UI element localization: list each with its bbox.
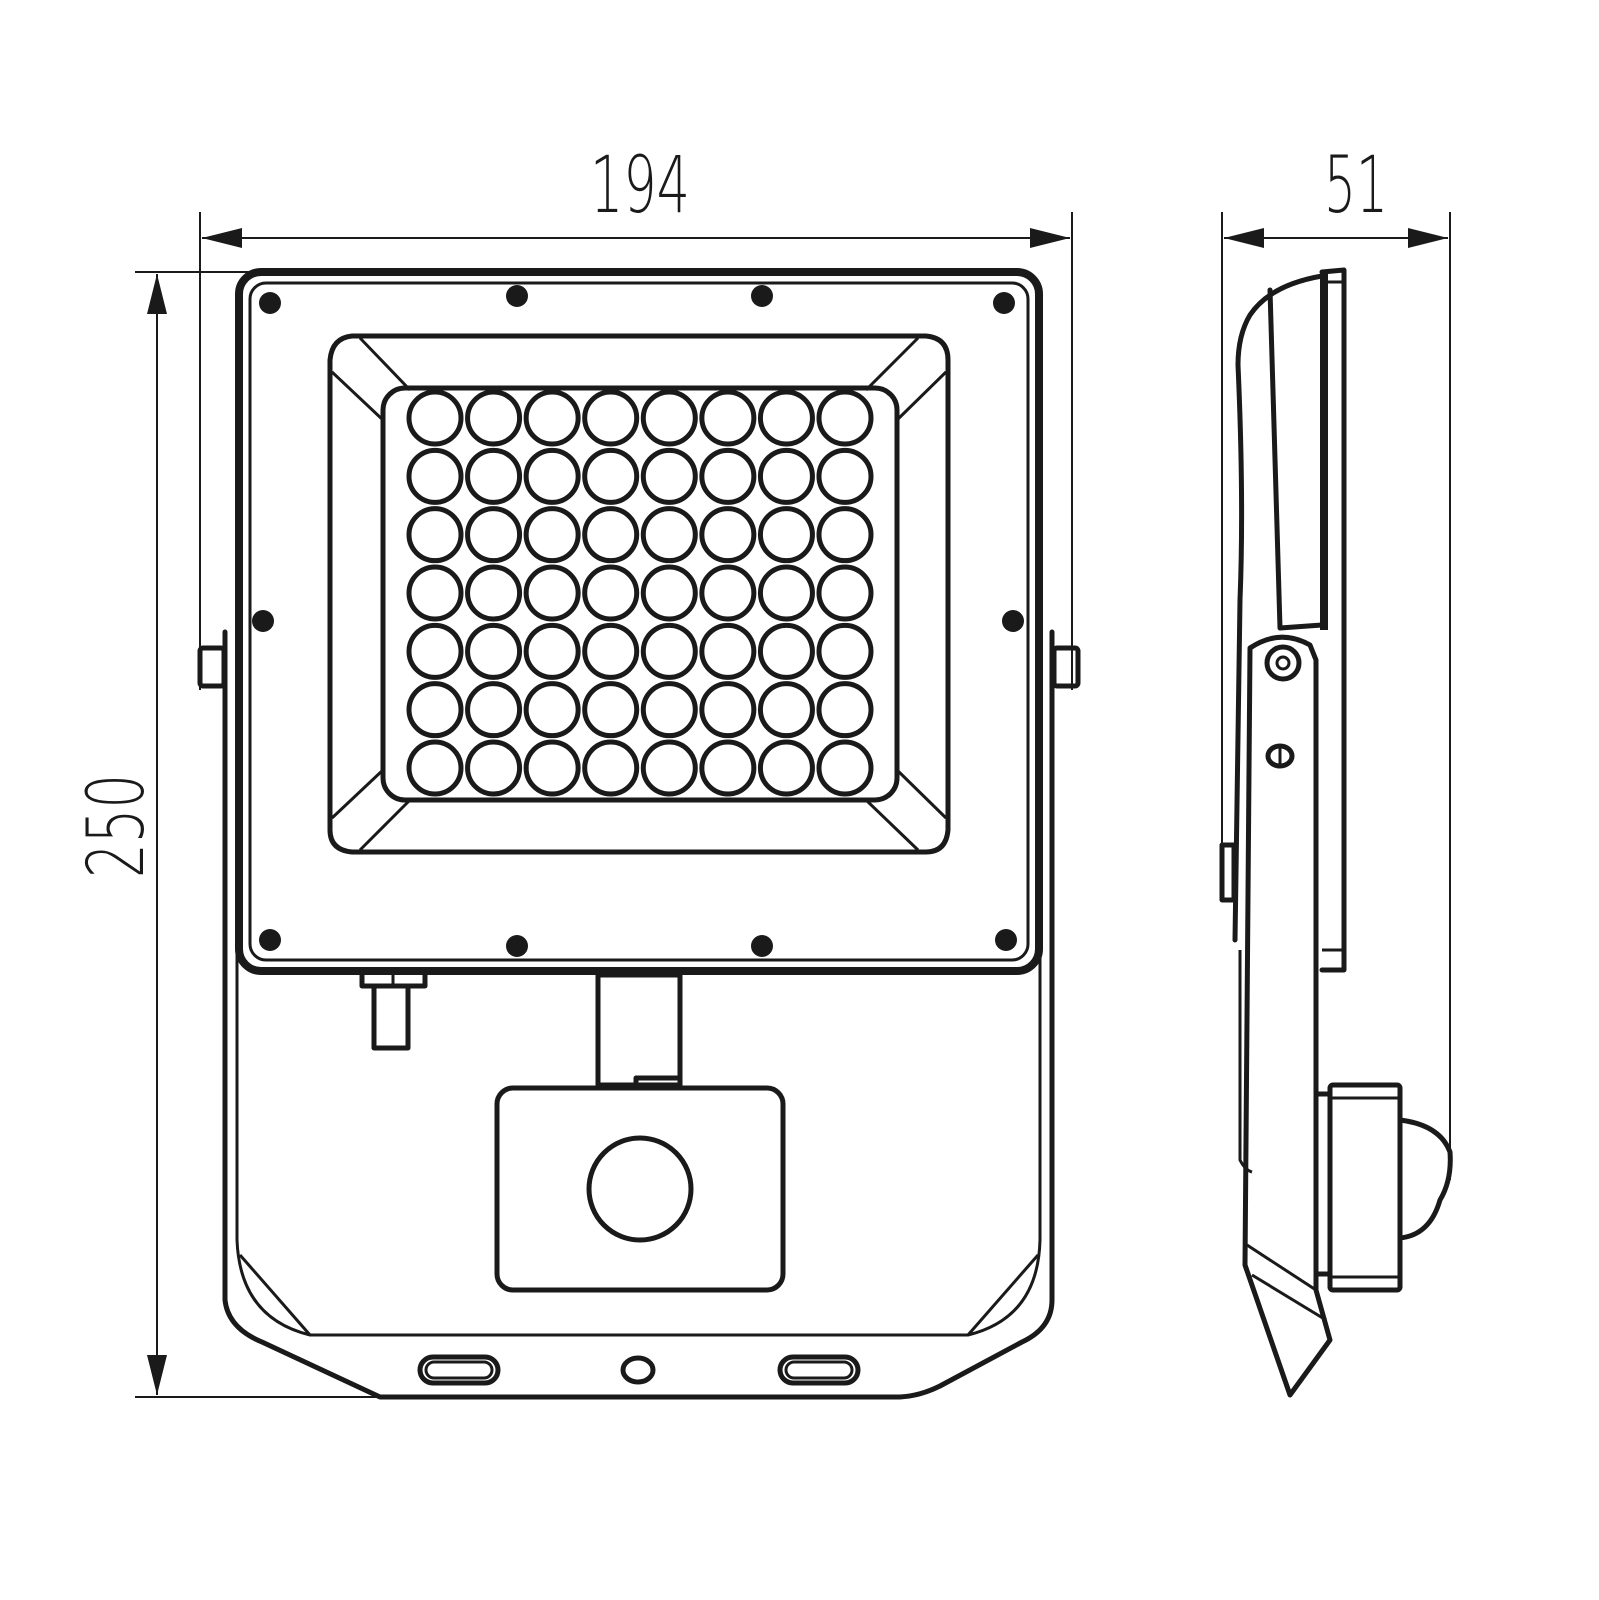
led xyxy=(523,681,581,739)
led xyxy=(465,622,523,680)
led xyxy=(582,564,640,622)
led xyxy=(582,739,640,797)
led xyxy=(465,564,523,622)
pir-lens xyxy=(586,1135,694,1243)
screw-icon xyxy=(1002,610,1024,632)
led xyxy=(406,389,464,447)
screw-icon xyxy=(995,929,1017,951)
led xyxy=(757,389,815,447)
height-dimension: 250 xyxy=(72,271,380,1398)
led xyxy=(406,564,464,622)
screw-icon xyxy=(506,935,528,957)
led xyxy=(816,447,874,505)
depth-dimension: 51 xyxy=(1221,141,1451,1180)
screw-icon xyxy=(259,292,281,314)
side-view xyxy=(1219,267,1453,1398)
led xyxy=(757,506,815,564)
housing-screws xyxy=(252,285,1024,957)
led xyxy=(640,447,698,505)
led-panel xyxy=(380,385,900,803)
mounting-slot xyxy=(417,1354,501,1386)
screw-icon xyxy=(252,610,274,632)
led xyxy=(465,681,523,739)
led xyxy=(523,506,581,564)
led xyxy=(406,681,464,739)
mounting-bracket xyxy=(197,629,1081,1400)
led xyxy=(757,447,815,505)
screw-icon xyxy=(751,935,773,957)
led xyxy=(582,389,640,447)
led xyxy=(699,564,757,622)
led xyxy=(816,389,874,447)
mounting-slot xyxy=(777,1354,861,1386)
screw-icon xyxy=(751,285,773,307)
led xyxy=(699,389,757,447)
led xyxy=(465,447,523,505)
pivot-bolt xyxy=(1264,644,1302,682)
led xyxy=(640,681,698,739)
led xyxy=(582,447,640,505)
led xyxy=(816,739,874,797)
led xyxy=(523,389,581,447)
led xyxy=(640,622,698,680)
led xyxy=(816,681,874,739)
front-view xyxy=(197,268,1081,1400)
led xyxy=(465,389,523,447)
led xyxy=(465,739,523,797)
led xyxy=(406,506,464,564)
screw-icon xyxy=(259,929,281,951)
width-label: 194 xyxy=(590,141,690,231)
depth-label: 51 xyxy=(1324,141,1388,231)
led xyxy=(640,739,698,797)
led xyxy=(406,447,464,505)
led xyxy=(699,681,757,739)
cable-gland xyxy=(359,969,428,1051)
lens-window xyxy=(327,333,951,855)
led xyxy=(640,506,698,564)
led xyxy=(640,564,698,622)
led xyxy=(757,739,815,797)
led xyxy=(699,622,757,680)
height-label: 250 xyxy=(72,774,162,878)
housing-frame xyxy=(235,268,1043,975)
led xyxy=(465,506,523,564)
led-array xyxy=(406,389,874,797)
led xyxy=(699,506,757,564)
led xyxy=(757,622,815,680)
screw-icon xyxy=(506,285,528,307)
width-dimension: 194 xyxy=(199,141,1073,690)
led xyxy=(582,681,640,739)
led xyxy=(523,622,581,680)
led xyxy=(816,622,874,680)
led xyxy=(816,506,874,564)
led xyxy=(816,564,874,622)
led xyxy=(406,739,464,797)
sensor-dome xyxy=(1397,1117,1453,1241)
sensor-body xyxy=(1327,1082,1403,1293)
led xyxy=(523,564,581,622)
led xyxy=(640,389,698,447)
mounting-hole xyxy=(620,1355,656,1385)
led xyxy=(757,681,815,739)
motion-sensor xyxy=(494,972,786,1293)
led xyxy=(523,739,581,797)
led xyxy=(699,447,757,505)
led xyxy=(582,622,640,680)
led xyxy=(523,447,581,505)
led xyxy=(757,564,815,622)
screw-icon xyxy=(993,292,1015,314)
led xyxy=(406,622,464,680)
led xyxy=(582,506,640,564)
led xyxy=(699,739,757,797)
